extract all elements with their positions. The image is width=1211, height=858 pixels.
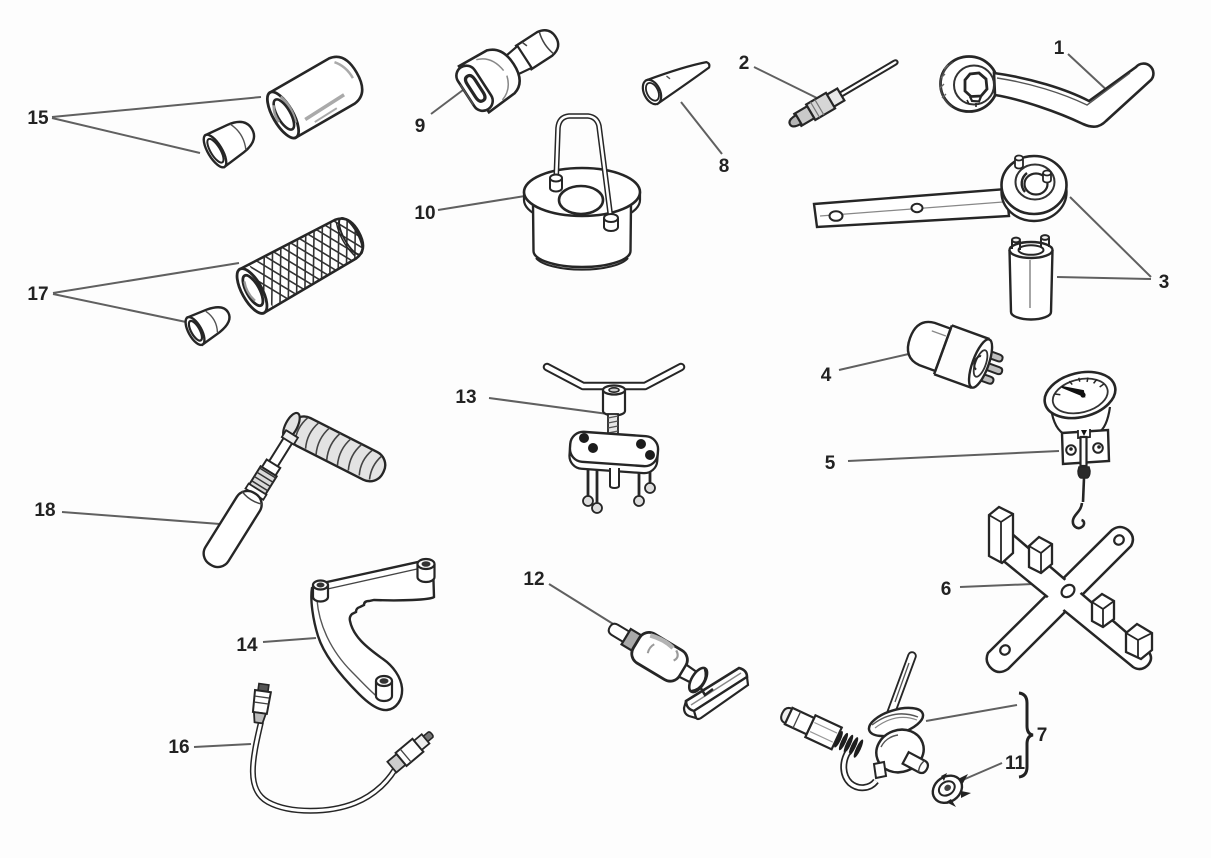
svg-text:2: 2 [739,53,750,74]
svg-text:10: 10 [414,203,435,224]
svg-text:6: 6 [941,579,952,600]
svg-text:15: 15 [27,108,49,129]
svg-text:7: 7 [1037,725,1048,746]
svg-text:18: 18 [34,500,55,521]
svg-text:9: 9 [415,116,426,137]
svg-text:1: 1 [1054,38,1065,59]
svg-text:14: 14 [236,635,258,656]
svg-text:12: 12 [523,569,544,590]
svg-text:4: 4 [821,365,832,386]
svg-text:3: 3 [1159,272,1170,293]
svg-text:11: 11 [1005,753,1026,774]
svg-text:5: 5 [825,453,836,474]
svg-text:17: 17 [27,284,48,305]
svg-text:16: 16 [168,737,189,758]
svg-text:13: 13 [455,387,476,408]
svg-text:8: 8 [719,156,730,177]
